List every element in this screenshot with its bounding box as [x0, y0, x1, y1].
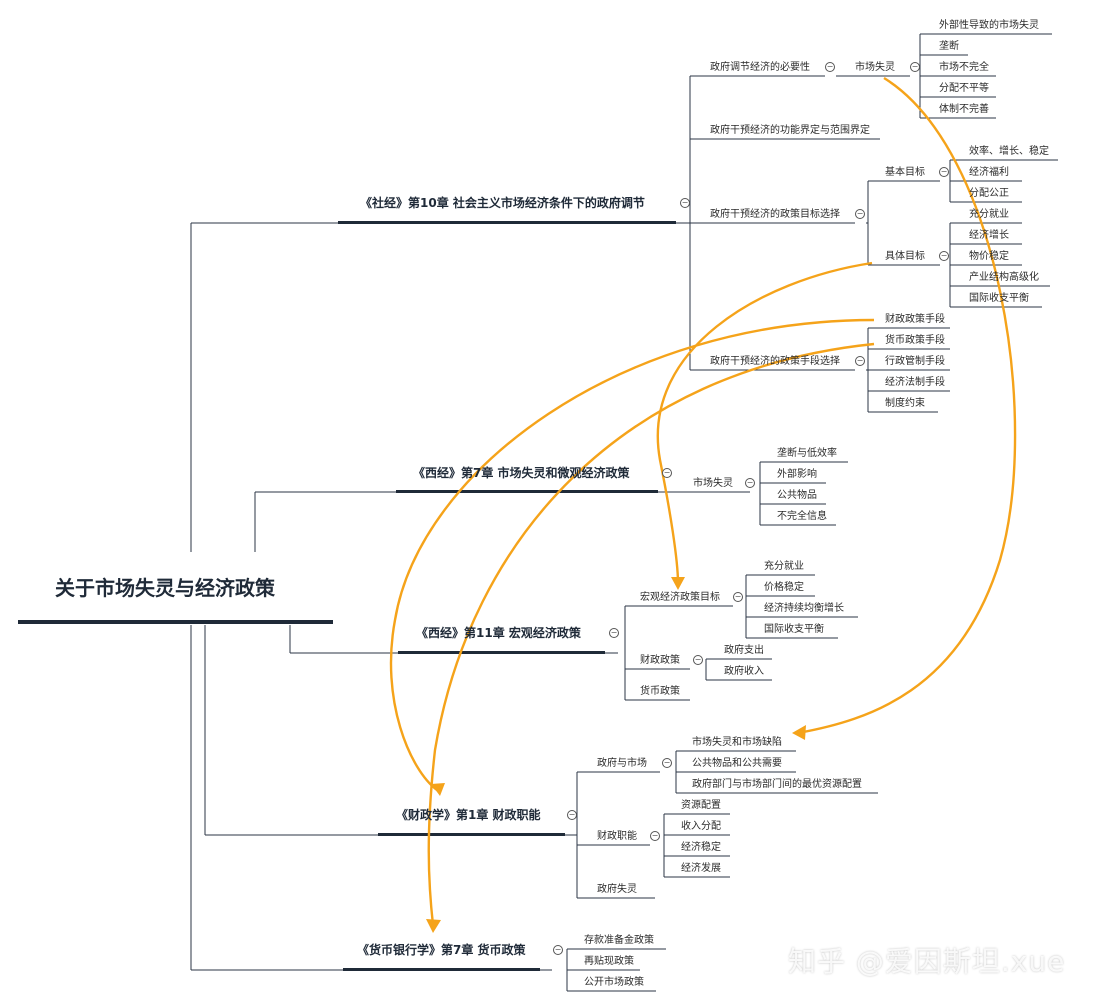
topic-scope[interactable]: 政府干预经济的功能界定与范围界定	[710, 125, 870, 136]
branch-title-xijing7[interactable]: 《西经》第7章 市场失灵和微观经济政策	[413, 466, 630, 480]
arrowhead-caizheng-gm	[792, 725, 806, 740]
branch-underlines	[18, 221, 676, 971]
mf-item[interactable]: 分配不平等	[939, 83, 989, 94]
relation-arrows	[389, 76, 1017, 926]
mf-item[interactable]: 垄断	[939, 41, 959, 52]
topic-necessity[interactable]: 政府调节经济的必要性	[710, 62, 810, 73]
collapse-toggle-goals[interactable]: −	[855, 209, 865, 219]
gov-market-item[interactable]: 公共物品和公共需要	[692, 758, 782, 769]
topic-fiscal-functions[interactable]: 财政职能	[597, 831, 637, 842]
arrow-market-failure-to-caizheng	[797, 76, 1017, 735]
collapse-toggle-macro-goals[interactable]: −	[733, 592, 743, 602]
xijing7-item[interactable]: 公共物品	[777, 490, 817, 501]
means-item[interactable]: 经济法制手段	[885, 377, 945, 388]
collapse-toggle-xijing11[interactable]: −	[609, 628, 619, 638]
fiscal-item[interactable]: 政府支出	[724, 645, 764, 656]
topic-specific-goal[interactable]: 具体目标	[885, 251, 925, 262]
basic-goal-item[interactable]: 经济福利	[969, 167, 1009, 178]
specific-goal-item[interactable]: 经济增长	[969, 230, 1009, 241]
arrowhead-macro-goals	[671, 577, 685, 590]
huobi-item[interactable]: 存款准备金政策	[584, 935, 654, 946]
xijing7-item[interactable]: 垄断与低效率	[777, 448, 837, 459]
topic-gov-market[interactable]: 政府与市场	[597, 758, 647, 769]
collapse-toggle-caizheng[interactable]: −	[567, 810, 577, 820]
collapse-toggle-necessity[interactable]: −	[825, 62, 835, 72]
arrow-monetary-means-to-huobi	[427, 342, 875, 926]
specific-goal-item[interactable]: 充分就业	[969, 209, 1009, 220]
topic-market-failure[interactable]: 市场失灵	[855, 62, 895, 73]
means-item[interactable]: 制度约束	[885, 398, 925, 409]
collapse-toggle-fiscal-policy[interactable]: −	[693, 655, 703, 665]
specific-goal-item[interactable]: 物价稳定	[969, 251, 1009, 262]
means-item[interactable]: 货币政策手段	[885, 335, 945, 346]
specific-goal-item[interactable]: 产业结构高级化	[969, 272, 1039, 283]
branch-title-xijing11[interactable]: 《西经》第11章 宏观经济政策	[416, 626, 581, 640]
collapse-toggle-xijing7-market-failure[interactable]: −	[745, 478, 755, 488]
fiscal-function-item[interactable]: 收入分配	[681, 821, 721, 832]
mf-item[interactable]: 外部性导致的市场失灵	[939, 20, 1039, 31]
topic-means[interactable]: 政府干预经济的政策手段选择	[710, 356, 840, 367]
means-item[interactable]: 行政管制手段	[885, 356, 945, 367]
root-title: 关于市场失灵与经济政策	[55, 576, 275, 600]
collapse-toggle-specific-goal[interactable]: −	[939, 251, 949, 261]
fiscal-function-item[interactable]: 资源配置	[681, 800, 721, 811]
huobi-item[interactable]: 公开市场政策	[584, 977, 644, 988]
branch-title-shejing[interactable]: 《社经》第10章 社会主义市场经济条件下的政府调节	[360, 196, 645, 210]
relation-arrowheads	[426, 577, 806, 933]
watermark: 知乎 @爱因斯坦.xue	[788, 945, 1066, 978]
specific-goal-item[interactable]: 国际收支平衡	[969, 293, 1029, 304]
topic-goals[interactable]: 政府干预经济的政策目标选择	[710, 209, 840, 220]
arrow-specific-goal-to-macro-goals	[656, 261, 873, 584]
topic-monetary-policy[interactable]: 货币政策	[640, 686, 680, 697]
collapse-toggle-fiscal-functions[interactable]: −	[650, 831, 660, 841]
collapse-toggle-huobi[interactable]: −	[553, 945, 563, 955]
collapse-toggle-basic-goal[interactable]: −	[939, 167, 949, 177]
means-item[interactable]: 财政政策手段	[885, 314, 945, 325]
collapse-toggle-xijing7[interactable]: −	[662, 468, 672, 478]
basic-goal-item[interactable]: 分配公正	[969, 188, 1009, 199]
fiscal-function-item[interactable]: 经济稳定	[681, 842, 721, 853]
mf-item[interactable]: 体制不完善	[939, 104, 989, 115]
topic-fiscal-policy[interactable]: 财政政策	[640, 655, 680, 666]
xijing7-item[interactable]: 不完全信息	[777, 511, 827, 522]
macro-goal-item[interactable]: 经济持续均衡增长	[764, 603, 844, 614]
connector-lines	[190, 33, 1058, 992]
arrowhead-caizheng-title	[431, 783, 445, 796]
topic-fiscal-failure[interactable]: 政府失灵	[597, 884, 637, 895]
mf-item[interactable]: 市场不完全	[939, 62, 989, 73]
collapse-toggle-means[interactable]: −	[855, 356, 865, 366]
gov-market-item[interactable]: 政府部门与市场部门间的最优资源配置	[692, 779, 862, 790]
arrowhead-huobi-title	[426, 919, 441, 933]
topic-macro-goals[interactable]: 宏观经济政策目标	[640, 592, 720, 603]
arrow-fiscal-means-to-caizheng	[389, 318, 875, 791]
collapse-toggle-gov-market[interactable]: −	[662, 758, 672, 768]
macro-goal-item[interactable]: 国际收支平衡	[764, 624, 824, 635]
topic-basic-goal[interactable]: 基本目标	[885, 167, 925, 178]
basic-goal-item[interactable]: 效率、增长、稳定	[969, 146, 1049, 157]
collapse-toggle-market-failure[interactable]: −	[910, 62, 920, 72]
macro-goal-item[interactable]: 充分就业	[764, 561, 804, 572]
branch-title-huobi[interactable]: 《货币银行学》第7章 货币政策	[357, 943, 526, 957]
branch-title-caizheng[interactable]: 《财政学》第1章 财政职能	[396, 808, 541, 822]
collapse-toggle-shejing[interactable]: −	[680, 198, 690, 208]
gov-market-item[interactable]: 市场失灵和市场缺陷	[692, 737, 782, 748]
xijing7-item[interactable]: 外部影响	[777, 469, 817, 480]
huobi-item[interactable]: 再贴现政策	[584, 956, 634, 967]
fiscal-function-item[interactable]: 经济发展	[681, 863, 721, 874]
topic-xijing7-market-failure[interactable]: 市场失灵	[693, 478, 733, 489]
fiscal-item[interactable]: 政府收入	[724, 666, 764, 677]
macro-goal-item[interactable]: 价格稳定	[764, 582, 804, 593]
